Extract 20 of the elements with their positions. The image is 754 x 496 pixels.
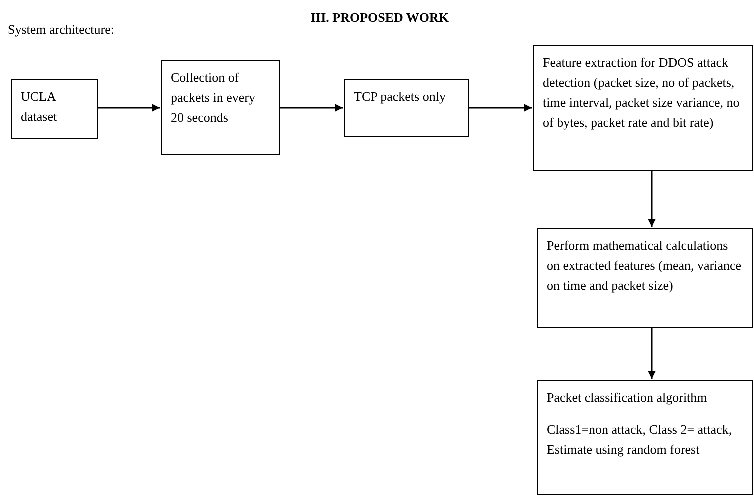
box-text: Feature extraction for DDOS attack detection (packet size, no of packets, time interval, packet size variance, no of bytes, packet rate and bit rate) [543,54,741,132]
process-box [344,79,469,137]
arrow [469,104,532,112]
process-box [537,380,753,495]
process-box [161,60,280,155]
subheading: System architecture: [8,21,114,39]
arrow [280,104,343,112]
box-note: Class1=non attack, Class 2= attack, Estimate using random forest [547,421,734,459]
box-text: Perform mathematical calculations on extracted features (mean, variance on time and packet size) [547,237,743,295]
box-text: UCLA dataset [21,88,58,126]
arrow [648,328,656,379]
process-box [11,79,98,139]
section-heading: III. PROPOSED WORK [310,9,450,27]
box-text: TCP packets only [354,88,447,106]
process-box [533,45,753,171]
process-box [537,228,753,328]
box-text: Packet classification algorithm [547,389,708,407]
box-text: Collection of packets in every 20 seconds [171,69,256,127]
arrow [648,171,656,227]
arrow [98,104,160,112]
